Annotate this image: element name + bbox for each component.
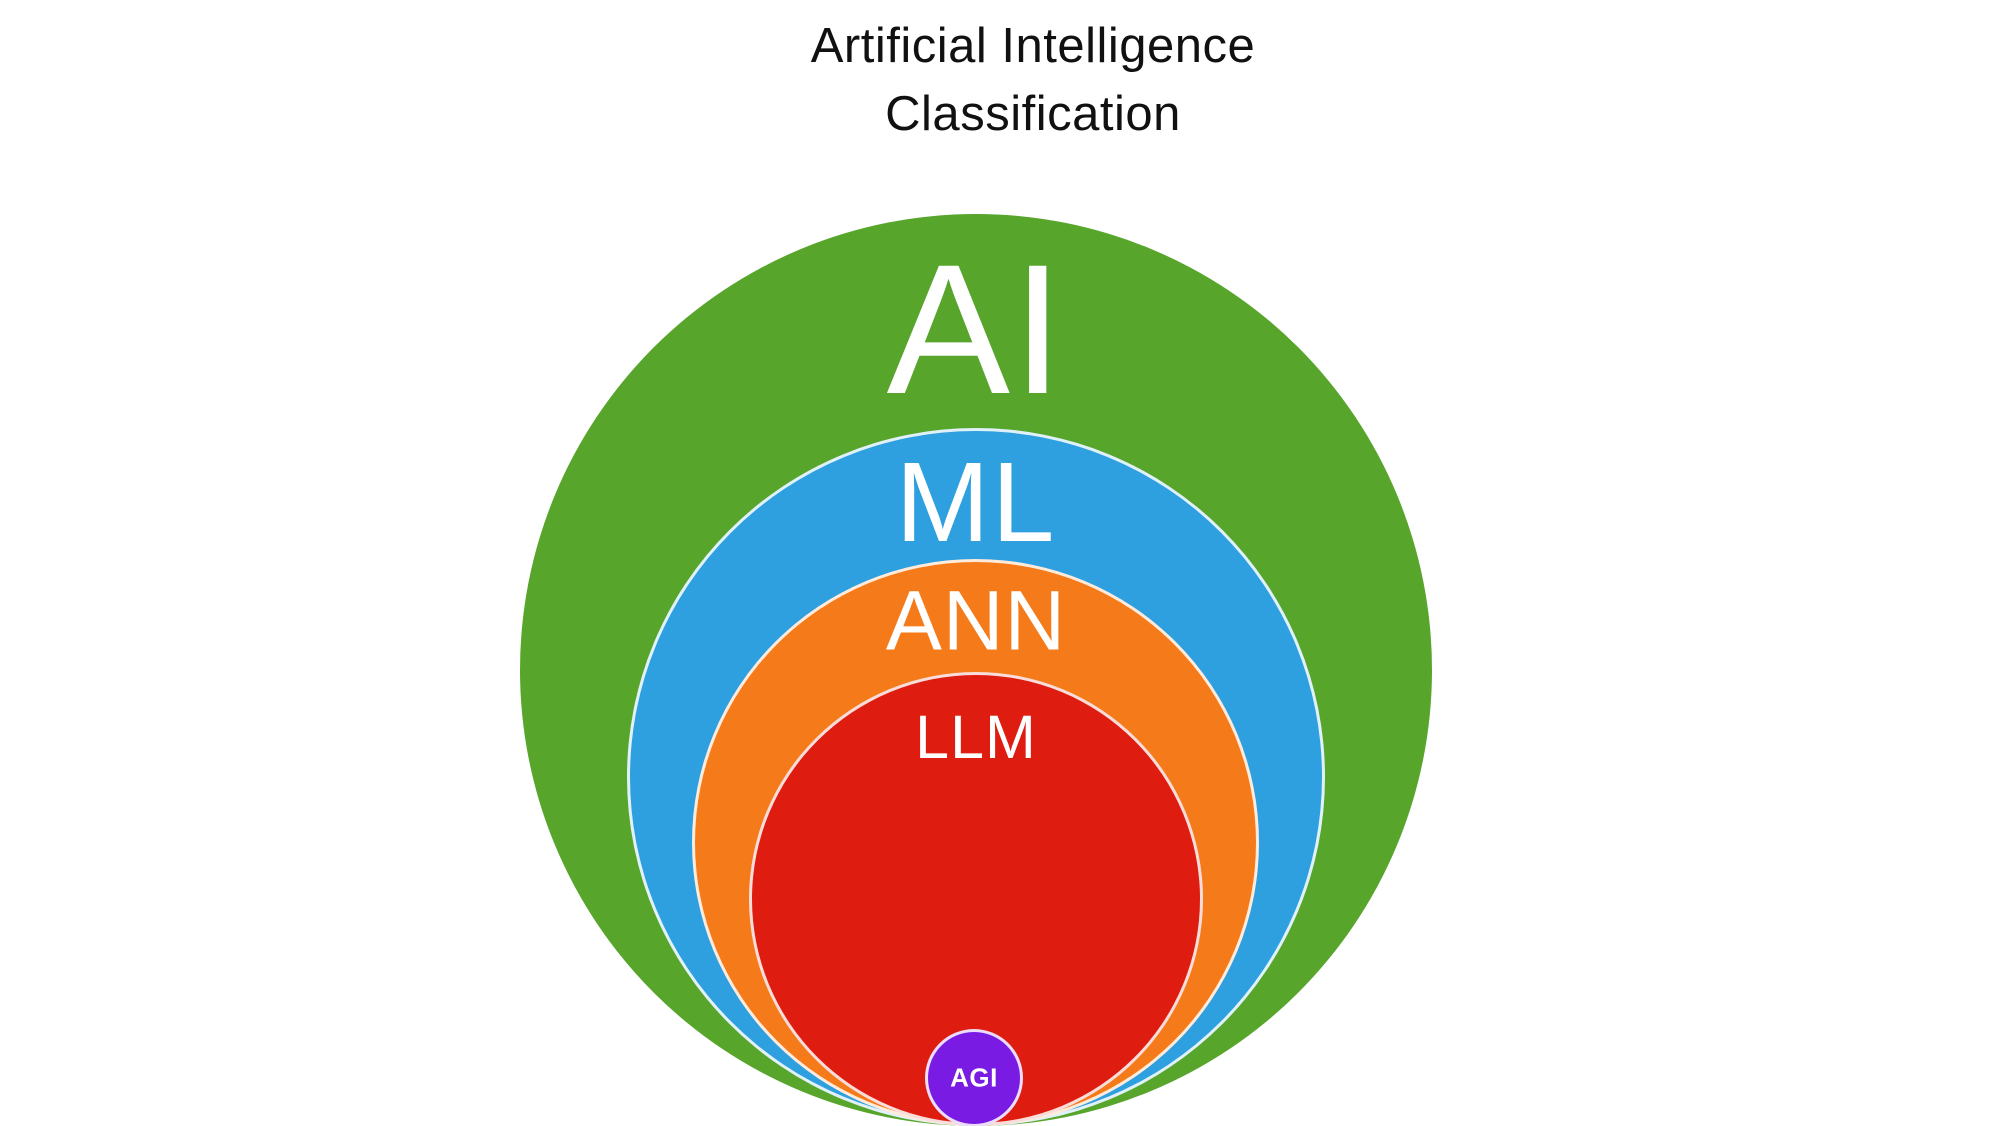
circle-agi (925, 1029, 1023, 1126)
label-ai: AI (886, 227, 1066, 433)
label-llm: LLM (915, 703, 1037, 771)
label-ml: ML (895, 439, 1057, 565)
title-line-2: Classification (885, 87, 1181, 141)
title-line-1: Artificial Intelligence (810, 19, 1256, 73)
label-agi: AGI (950, 1062, 998, 1093)
diagram-title: Artificial Intelligence Classification (811, 12, 1256, 148)
label-ann: ANN (885, 573, 1067, 668)
